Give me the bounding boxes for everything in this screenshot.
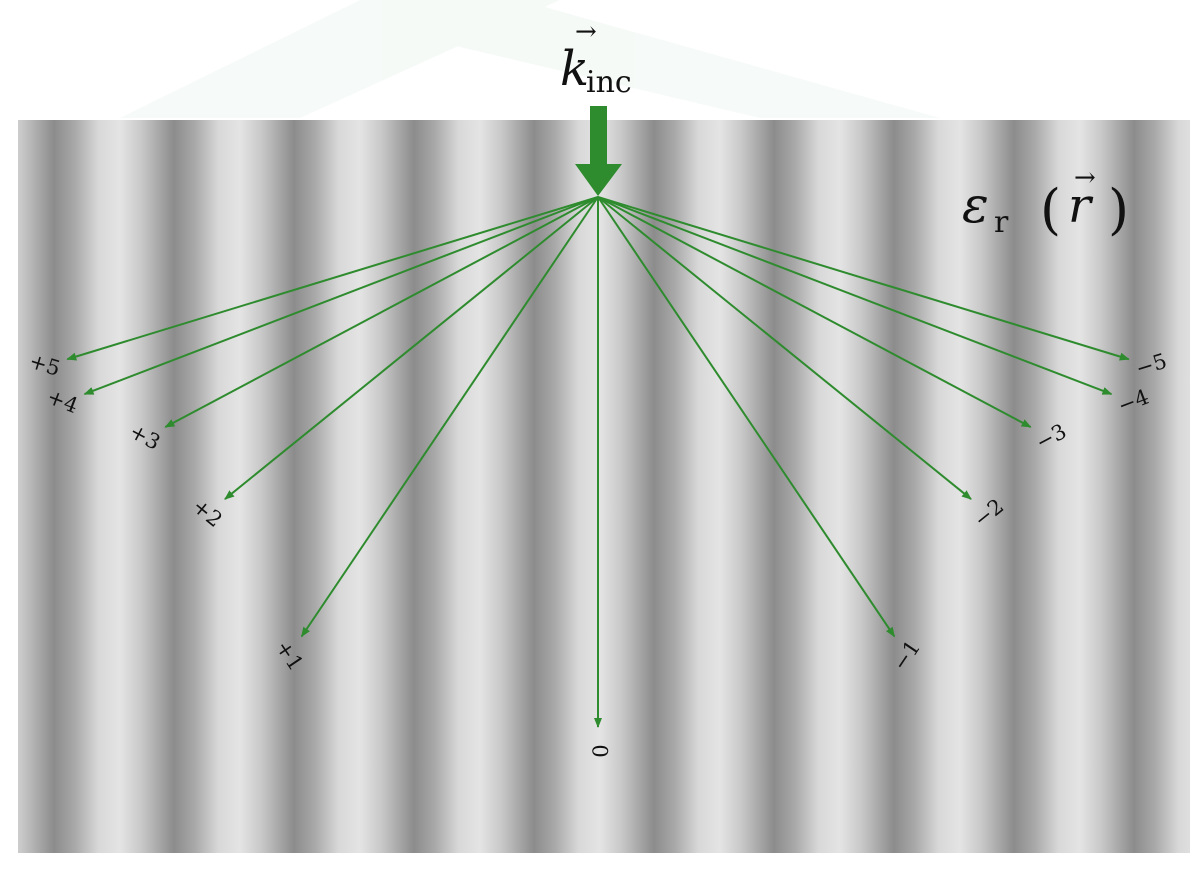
diffraction-ray [597, 196, 896, 638]
diffraction-ray [83, 196, 599, 396]
diffraction-ray [300, 196, 599, 638]
epsilon-subscript: r [994, 205, 1009, 240]
epsilon-symbol: ε [962, 176, 989, 234]
diffraction-ray [164, 196, 599, 428]
k-symbol: k [560, 41, 589, 97]
periodic-medium [18, 120, 1190, 853]
diffraction-ray [597, 196, 972, 500]
close-paren: ) [1108, 178, 1129, 241]
r-vector-arrow-icon: → [1074, 163, 1096, 193]
diffraction-ray [597, 196, 1130, 361]
k-subscript: inc [586, 65, 632, 100]
watermark-shape [120, 0, 940, 118]
open-paren: ( [1040, 178, 1061, 241]
diffraction-ray [66, 196, 599, 361]
permittivity-label: ε r ( r → ) [962, 163, 1129, 241]
incident-wavevector-label: → k inc [560, 17, 632, 100]
diffraction-order-label: 0 [588, 744, 612, 757]
diffraction-ray [597, 196, 1032, 428]
diffraction-ray [597, 196, 1113, 396]
diffraction-ray [224, 196, 599, 500]
r-symbol: r [1068, 178, 1094, 234]
incident-arrow [575, 106, 622, 196]
k-vector-arrow-icon: → [575, 17, 597, 47]
diffraction-rays [66, 196, 1130, 728]
